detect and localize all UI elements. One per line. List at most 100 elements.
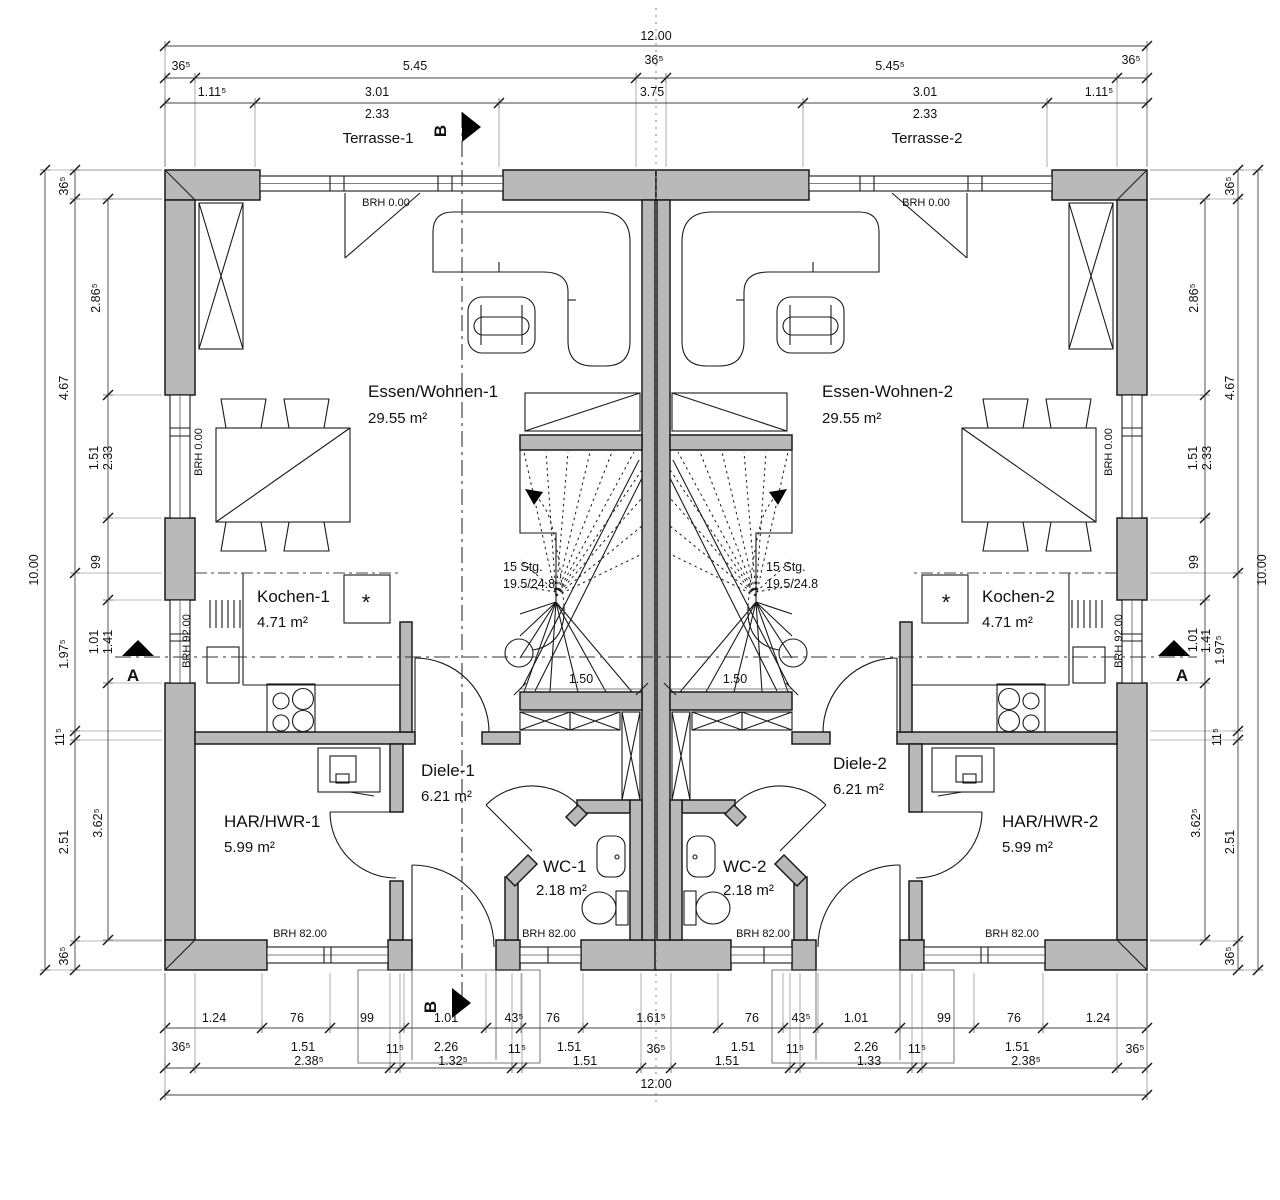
dim-label: 1.51	[1186, 446, 1200, 470]
dim-label: 11⁵	[908, 1042, 926, 1056]
dim-label: 1.24	[202, 1011, 226, 1025]
section-a-right: A	[1176, 666, 1188, 685]
dim-label: 76	[745, 1011, 759, 1025]
dim-label: 1.51	[573, 1054, 597, 1068]
dim-label: 11⁵	[786, 1042, 804, 1056]
stair-2-rise-run: 19.5/24.8	[766, 577, 818, 591]
dim-label: 1.51	[731, 1040, 755, 1054]
brh-label: BRH 0.00	[362, 197, 410, 209]
dim-label: 10.00	[1255, 554, 1269, 585]
section-arrow-a-right	[1158, 640, 1190, 656]
dim-label: 1.61⁵	[636, 1011, 666, 1025]
dim-label: 5.45⁵	[875, 59, 905, 73]
dim-label: 36⁵	[1223, 176, 1237, 195]
dim-label: 1.97⁵	[1213, 635, 1227, 665]
brh-label: BRH 82.00	[736, 928, 790, 940]
dim-label: 1.33	[857, 1054, 881, 1068]
dim-label: 1.01	[844, 1011, 868, 1025]
area-diele-1: 6.21 m²	[421, 788, 472, 805]
dim-label: 2.51	[57, 830, 71, 854]
sink-symbol: *	[942, 590, 951, 615]
area-wc-2: 2.18 m²	[723, 882, 774, 899]
area-essen-wohnen-1: 29.55 m²	[368, 410, 427, 427]
dim-label: 1.11⁵	[198, 85, 227, 99]
house-unit-2	[654, 169, 1148, 1064]
section-lines	[115, 8, 1197, 1105]
dim-label: 2.38⁵	[294, 1054, 324, 1068]
dim-label: 1.01	[434, 1011, 458, 1025]
room-har-hwr-1: HAR/HWR-1	[224, 812, 320, 831]
dim-label: 11⁵	[386, 1042, 404, 1056]
area-diele-2: 6.21 m²	[833, 781, 884, 798]
brh-label: BRH 0.00	[193, 428, 205, 476]
dim-label: 3.62⁵	[1189, 808, 1203, 838]
dim-label: 11⁵	[508, 1042, 526, 1056]
dim-label: 3.75	[640, 85, 664, 99]
dim-label: 2.86⁵	[1187, 283, 1201, 313]
dim-label: 2.38⁵	[1011, 1054, 1041, 1068]
dim-label: 36⁵	[646, 1042, 665, 1056]
terrace-1-label: Terrasse-1	[343, 130, 414, 147]
stair-2-width-dim: 1.50	[723, 672, 747, 686]
room-kochen-1: Kochen-1	[257, 587, 330, 606]
dim-label: 2.86⁵	[89, 283, 103, 313]
section-arrow-a-left	[122, 640, 154, 656]
dim-label: 1.97⁵	[57, 639, 71, 669]
stair-1-label: 15 Stg.	[503, 560, 543, 574]
area-essen-wohnen-2: 29.55 m²	[822, 410, 881, 427]
dim-label: 2.33	[365, 107, 389, 121]
room-har-hwr-2: HAR/HWR-2	[1002, 812, 1098, 831]
dim-label: 11⁵	[1210, 728, 1224, 746]
dim-label: 1.32⁵	[438, 1054, 468, 1068]
dim-label: 99	[89, 555, 103, 569]
area-kochen-1: 4.71 m²	[257, 614, 308, 631]
dim-label: 76	[1007, 1011, 1021, 1025]
dim-label: 1.11⁵	[1085, 85, 1114, 99]
dim-label: 99	[360, 1011, 374, 1025]
dim-label: 3.62⁵	[91, 808, 105, 838]
dim-label: 1.51	[557, 1040, 581, 1054]
dim-label: 3.01	[365, 85, 389, 99]
stair-1-width-dim: 1.50	[569, 672, 593, 686]
dim-label: 76	[546, 1011, 560, 1025]
dim-label: 2.33	[1200, 446, 1214, 470]
area-kochen-2: 4.71 m²	[982, 614, 1033, 631]
brh-label: BRH 82.00	[273, 928, 327, 940]
section-arrow-b-top	[462, 112, 481, 142]
sink-symbol: *	[362, 590, 371, 615]
stair-2-label: 15 Stg.	[766, 560, 806, 574]
dim-label: 2.33	[913, 107, 937, 121]
room-essen-wohnen-1: Essen/Wohnen-1	[368, 382, 498, 401]
area-har-hwr-2: 5.99 m²	[1002, 839, 1053, 856]
dim-label: 2.33	[101, 446, 115, 470]
dim-label: 1.51	[1005, 1040, 1029, 1054]
brh-label: BRH 82.00	[985, 928, 1039, 940]
dim-label: 36⁵	[644, 53, 663, 67]
area-wc-1: 2.18 m²	[536, 882, 587, 899]
section-b-top: B	[431, 125, 450, 137]
dim-label: 4.67	[57, 376, 71, 400]
dim-label: 1.51	[291, 1040, 315, 1054]
dim-label: 36⁵	[1121, 53, 1140, 67]
dim-label: 1.41	[101, 630, 115, 654]
brh-label: BRH 0.00	[1103, 428, 1115, 476]
dim-label: 2.51	[1223, 830, 1237, 854]
area-har-hwr-1: 5.99 m²	[224, 839, 275, 856]
dim-label: 3.01	[913, 85, 937, 99]
room-wc-2: WC-2	[723, 857, 766, 876]
dim-label: 1.24	[1086, 1011, 1110, 1025]
dim-label: 76	[290, 1011, 304, 1025]
section-arrow-b-bottom	[452, 988, 471, 1018]
dim-label: 1.01	[1186, 628, 1200, 652]
dim-label: 36⁵	[171, 1040, 190, 1054]
dim-label: 1.51	[715, 1054, 739, 1068]
room-kochen-2: Kochen-2	[982, 587, 1055, 606]
brh-label: BRH 82.00	[522, 928, 576, 940]
brh-label: BRH 92.00	[181, 614, 193, 668]
dimension-lines	[39, 40, 1264, 1101]
dim-label: 2.26	[854, 1040, 878, 1054]
dim-label: 36⁵	[171, 59, 190, 73]
